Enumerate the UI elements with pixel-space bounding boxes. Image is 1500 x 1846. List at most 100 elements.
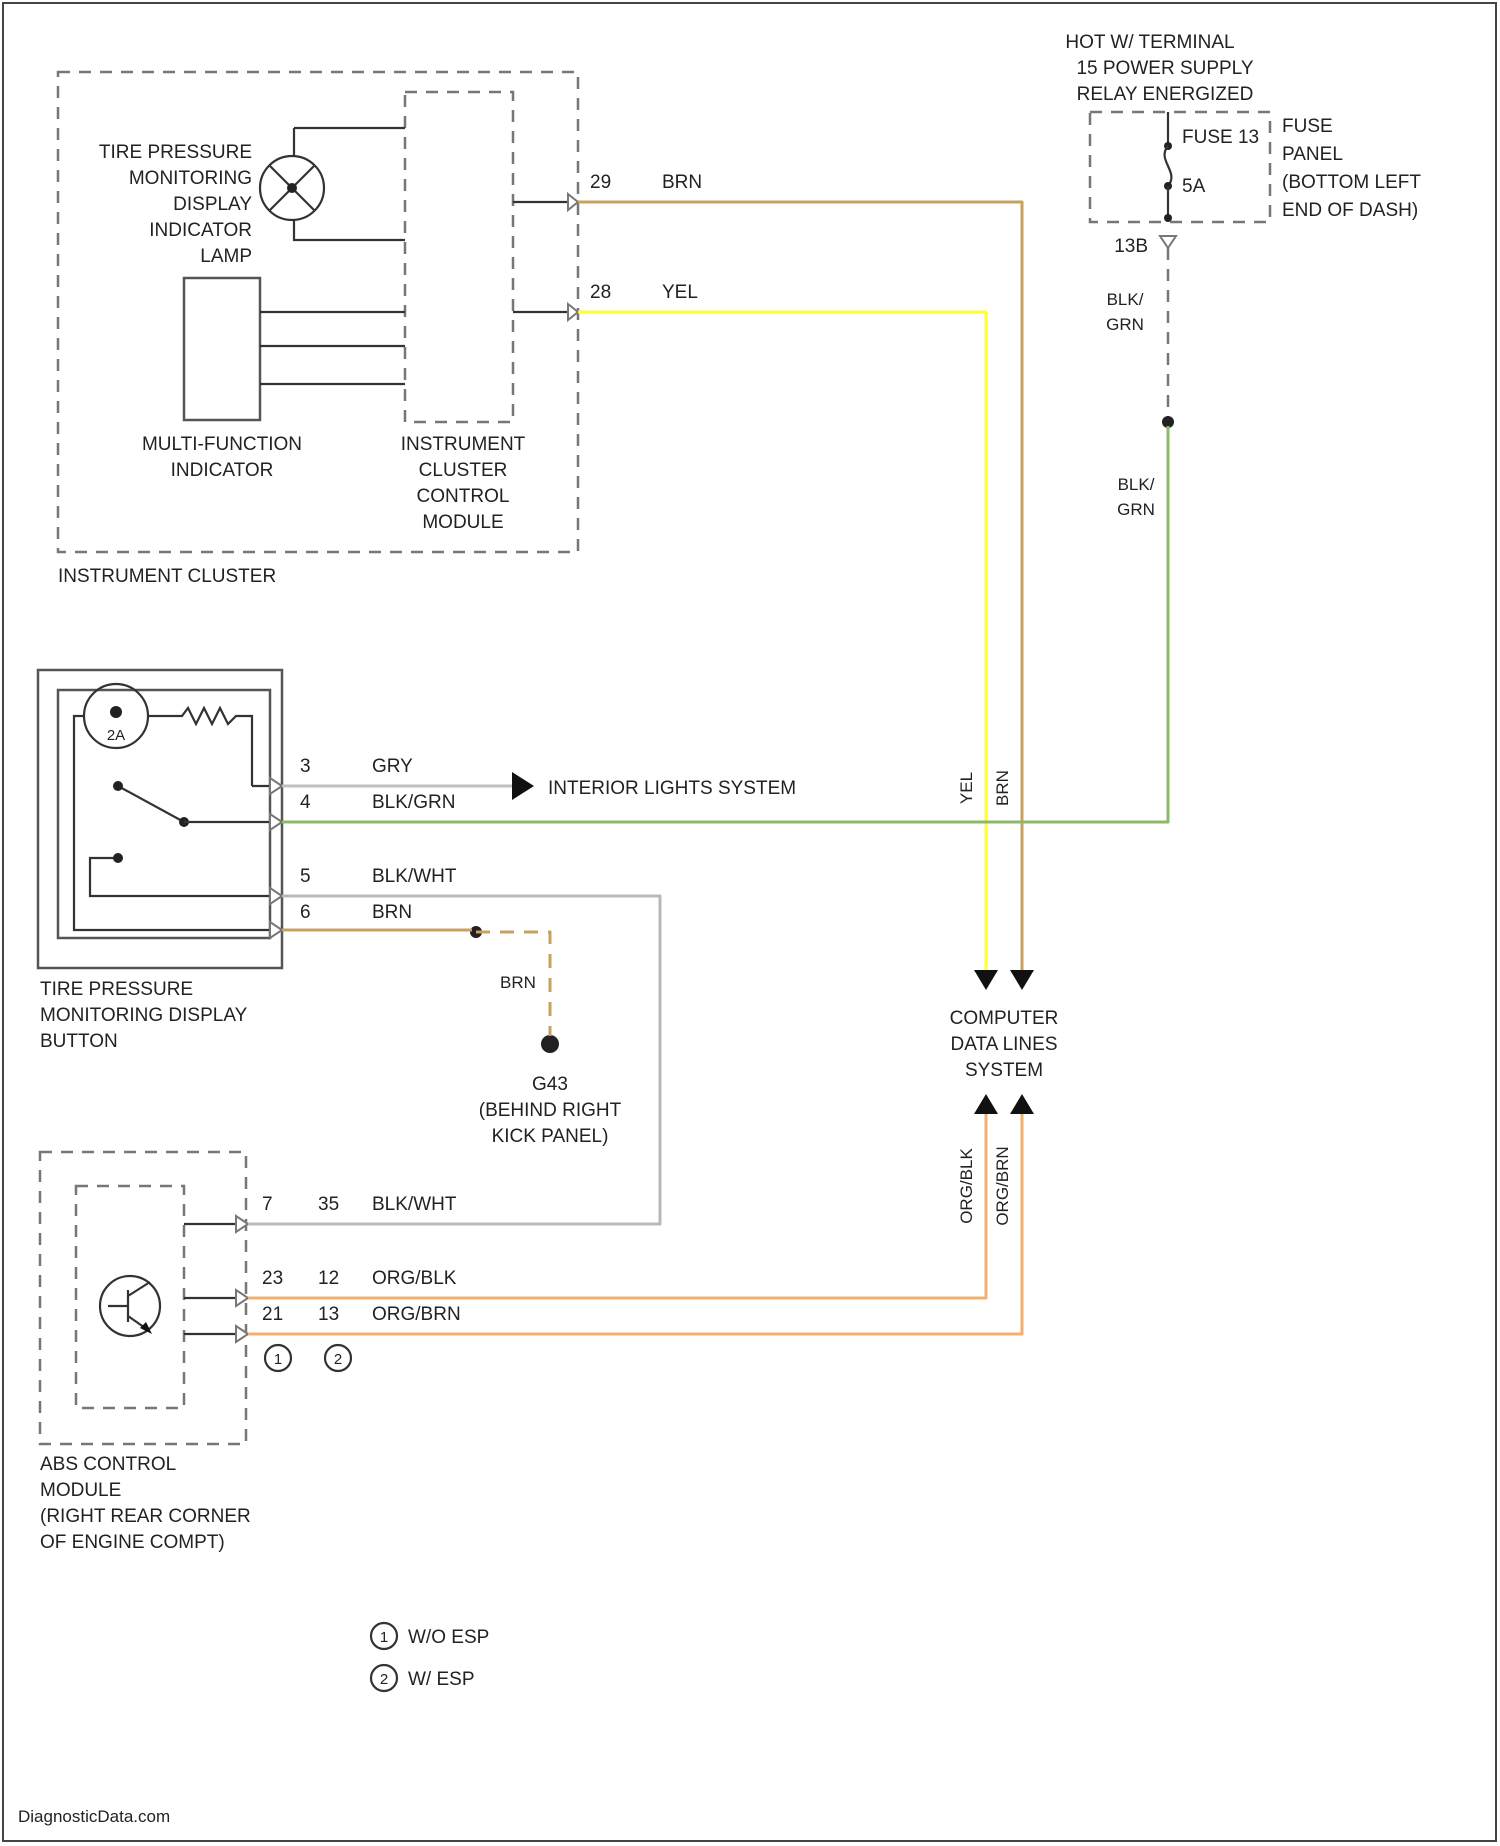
tpms-lamp-label-2: MONITORING <box>129 168 252 189</box>
button-connector-4-icon <box>270 814 282 830</box>
cluster-control-module-label-4: MODULE <box>422 512 503 533</box>
instrument-cluster-control-module-box <box>405 92 513 422</box>
abs-pin-13: 13 <box>318 1304 339 1325</box>
button-connector-3-icon <box>270 778 282 794</box>
hot-w-terminal-label: HOT W/ TERMINAL <box>1065 32 1234 53</box>
interior-lights-arrow-icon <box>512 772 534 800</box>
button-pin-4: 4 <box>300 792 311 813</box>
abs-pin-21: 21 <box>262 1304 283 1325</box>
fuse-panel-label-1: FUSE <box>1282 116 1333 137</box>
instrument-cluster-label: INSTRUMENT CLUSTER <box>58 566 276 587</box>
cluster-pin-29: 29 <box>590 172 611 193</box>
data-lines-arrow-in-org-blk <box>974 1094 998 1114</box>
power-supply-label: 15 POWER SUPPLY <box>1076 58 1253 79</box>
cluster-connector-29-icon <box>568 194 578 210</box>
data-lines-arrow-in-brn <box>1010 970 1034 990</box>
wire-blk-wht-button-to-abs <box>248 896 660 1224</box>
tpms-lamp-leads <box>294 128 405 240</box>
abs-variant-1: 1 <box>274 1351 282 1368</box>
button-pin-5: 5 <box>300 866 311 887</box>
tpms-lamp-label-1: TIRE PRESSURE <box>99 142 252 163</box>
abs-pin-7: 7 <box>262 1194 273 1215</box>
multi-function-indicator-box <box>184 278 260 420</box>
abs-wire-color-blk-wht: BLK/WHT <box>372 1194 457 1215</box>
multi-function-indicator-label-2: INDICATOR <box>171 460 274 481</box>
vertical-label-yel: YEL <box>957 772 976 804</box>
tpms-button-label-3: BUTTON <box>40 1031 118 1052</box>
abs-label-3: (RIGHT REAR CORNER <box>40 1506 251 1527</box>
computer-data-lines-label-2: DATA LINES <box>951 1034 1058 1055</box>
legend-2-label: W/ ESP <box>408 1669 475 1690</box>
wire-brn-cluster-to-data-lines <box>578 202 1022 972</box>
cluster-wire-color-brn: BRN <box>662 172 702 193</box>
tpms-lamp-label-3: DISPLAY <box>173 194 252 215</box>
abs-label-1: ABS CONTROL <box>40 1454 176 1475</box>
abs-module-leads <box>184 1224 236 1334</box>
cluster-wire-color-yel: YEL <box>662 282 698 303</box>
abs-variant-2: 2 <box>334 1351 342 1368</box>
fuse-element-icon <box>1165 146 1172 186</box>
abs-label-2: MODULE <box>40 1480 121 1501</box>
legend-1-label: W/O ESP <box>408 1627 489 1648</box>
fuse-panel-label-2: PANEL <box>1282 144 1343 165</box>
abs-pin-35: 35 <box>318 1194 339 1215</box>
tpms-lamp-label-4: INDICATOR <box>149 220 252 241</box>
tpms-button-switch-node <box>113 853 123 863</box>
fuse-out-pin: 13B <box>1114 236 1148 257</box>
computer-data-lines-label-1: COMPUTER <box>950 1008 1059 1029</box>
data-lines-arrow-in-org-brn <box>1010 1094 1034 1114</box>
button-pin-3: 3 <box>300 756 311 777</box>
cluster-control-module-label-3: CONTROL <box>417 486 510 507</box>
tpms-lamp-center <box>287 183 297 193</box>
multi-function-indicator-leads <box>260 312 405 384</box>
wire-blk-grn-button-to-fuse <box>282 426 1168 822</box>
multi-function-indicator-label-1: MULTI-FUNCTION <box>142 434 302 455</box>
tpms-button-inner-box <box>58 690 270 938</box>
fuse-panel-label-4: END OF DASH) <box>1282 200 1418 221</box>
abs-wire-color-org-brn: ORG/BRN <box>372 1304 461 1325</box>
cluster-control-module-label-2: CLUSTER <box>419 460 508 481</box>
relay-energized-label: RELAY ENERGIZED <box>1077 84 1254 105</box>
button-wire-color-blk-grn: BLK/GRN <box>372 792 455 813</box>
tpms-button-switch-blade <box>118 786 184 822</box>
fuse-out-connector-icon <box>1160 236 1176 248</box>
fuse-name: FUSE 13 <box>1182 127 1259 148</box>
fuse-wire-label-4: GRN <box>1117 500 1155 519</box>
watermark-text: DiagnosticData.com <box>18 1807 170 1826</box>
ground-g43-icon <box>541 1035 559 1053</box>
button-wire-color-blk-wht: BLK/WHT <box>372 866 457 887</box>
fuse-panel-label-3: (BOTTOM LEFT <box>1282 172 1421 193</box>
button-connector-5-icon <box>270 888 282 904</box>
computer-data-lines-label-3: SYSTEM <box>965 1060 1043 1081</box>
abs-control-module-inner-box <box>76 1186 184 1408</box>
tpms-button-switch-pivot <box>113 781 123 791</box>
button-wire-color-gry: GRY <box>372 756 413 777</box>
tpms-lamp-label-5: LAMP <box>200 246 252 267</box>
data-lines-arrow-in-yel <box>974 970 998 990</box>
abs-wire-color-org-blk: ORG/BLK <box>372 1268 457 1289</box>
abs-pin-23: 23 <box>262 1268 283 1289</box>
ground-label-2: (BEHIND RIGHT <box>479 1100 622 1121</box>
wire-org-brn-abs-to-data-lines <box>248 1108 1022 1334</box>
button-pin-6: 6 <box>300 902 311 923</box>
button-connector-6-icon <box>270 922 282 938</box>
fuse-wire-label-3: BLK/ <box>1118 475 1155 494</box>
interior-lights-label: INTERIOR LIGHTS SYSTEM <box>548 778 796 799</box>
fuse-wire-label-1: BLK/ <box>1107 290 1144 309</box>
tpms-button-lamp-center <box>110 706 122 718</box>
fuse-bottom-node <box>1164 214 1172 222</box>
vertical-label-brn: BRN <box>993 770 1012 806</box>
vertical-label-org-brn: ORG/BRN <box>993 1146 1012 1225</box>
vertical-label-org-blk: ORG/BLK <box>957 1148 976 1224</box>
ground-wire-color-brn: BRN <box>500 973 536 992</box>
wire-yel-cluster-to-data-lines <box>578 312 986 972</box>
abs-label-4: OF ENGINE COMPT) <box>40 1532 225 1553</box>
ground-label-1: G43 <box>532 1074 568 1095</box>
cluster-connector-28-icon <box>568 304 578 320</box>
abs-transistor-leads <box>108 1282 150 1330</box>
tpms-button-lamp-number: 2A <box>107 727 125 744</box>
wire-org-blk-abs-to-data-lines <box>248 1108 986 1298</box>
cluster-pin-28: 28 <box>590 282 611 303</box>
legend-1-symbol: 1 <box>380 1629 388 1646</box>
